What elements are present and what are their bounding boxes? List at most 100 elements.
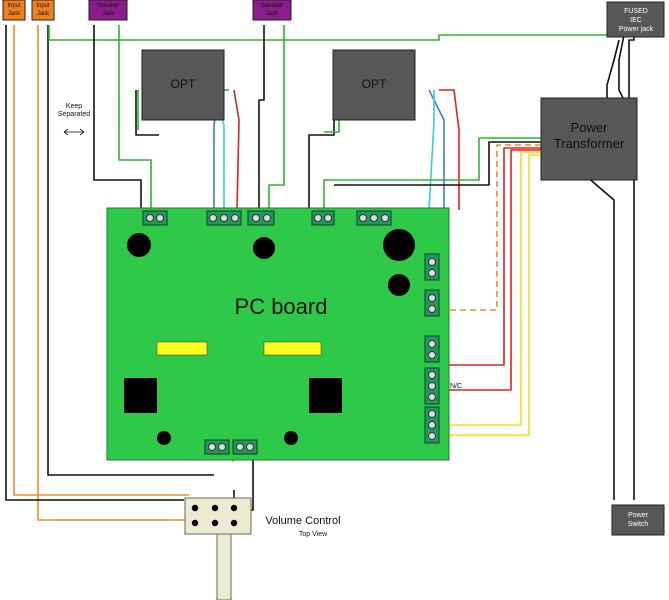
terminal-pin: [146, 214, 154, 222]
wire-black: [93, 25, 142, 210]
terminal-pin: [220, 214, 228, 222]
transformer-label: Transformer: [554, 136, 625, 151]
capacitor: [383, 229, 415, 261]
terminal-pin: [428, 305, 436, 313]
input-jack-label: Input: [36, 3, 50, 9]
pot-pin: [191, 504, 199, 512]
wire-black: [258, 25, 265, 210]
terminal-pin: [428, 432, 436, 440]
capacitor: [388, 274, 410, 296]
speaker-jack-label: Jack: [102, 11, 115, 17]
wire-red: [447, 149, 541, 391]
wire-black: [47, 25, 214, 476]
wire-orange: [37, 25, 229, 521]
keep-separated-label: Separated: [58, 111, 90, 118]
volume-label: Volume Control: [265, 515, 340, 527]
terminal-pin: [428, 340, 436, 348]
terminal-pin: [428, 393, 436, 401]
switch-label: Power: [628, 512, 649, 519]
input-jack-label: Jack: [8, 11, 21, 17]
wire-green: [118, 25, 152, 210]
terminal-pin: [370, 214, 378, 222]
terminal-blocks: N/C: [142, 210, 462, 455]
speaker-jack-label: Speaker: [261, 3, 283, 9]
terminal-pin: [428, 258, 436, 266]
terminal-pin: [236, 443, 244, 451]
wire-red: [447, 147, 541, 366]
board-components: PC board: [124, 229, 415, 445]
pot-pin: [230, 519, 238, 527]
speaker-jack-label: Jack: [266, 11, 279, 17]
iec-label: IEC: [630, 17, 642, 24]
yellow-capacitor: [156, 341, 208, 356]
keep-separated-label: Keep: [66, 103, 82, 110]
terminal-pin: [428, 410, 436, 418]
opt-transformer: [141, 49, 225, 121]
speaker-jack: [252, 0, 292, 21]
yellow-capacitor: [263, 341, 322, 356]
fused-iec-power-jack: [606, 1, 665, 38]
iec-label: FUSED: [624, 8, 648, 15]
terminal-pin: [263, 214, 271, 222]
wire-green: [268, 25, 285, 210]
mounting-hole: [157, 431, 171, 445]
wire-yellow: [447, 151, 541, 426]
wire-black: [308, 90, 335, 210]
terminal-pin: [428, 294, 436, 302]
terminal-pin: [208, 443, 216, 451]
terminal-pin: [428, 382, 436, 390]
wire-black: [578, 169, 615, 500]
terminal-pin: [252, 214, 260, 222]
pot-pin: [211, 504, 219, 512]
terminal-pin: [428, 351, 436, 359]
transformer-label: Power: [571, 120, 609, 135]
pot-pin: [191, 519, 199, 527]
power-switch: [611, 504, 665, 536]
input-jack-label: Input: [7, 3, 21, 9]
capacitor: [127, 233, 151, 257]
opt-transformer: [332, 49, 416, 121]
pot-pins: [191, 504, 238, 527]
wire-orange: [13, 25, 189, 496]
volume-pot-shaft: [216, 531, 232, 600]
wire-cyan: [428, 90, 435, 211]
wire-black: [618, 34, 635, 500]
wire-yellow: [447, 154, 541, 436]
wire-red: [439, 89, 460, 210]
pot-pin: [211, 519, 219, 527]
terminal-pin: [314, 214, 322, 222]
mounting-hole: [284, 431, 298, 445]
terminal-pin: [428, 371, 436, 379]
wire-green: [48, 25, 629, 41]
speaker-jack-label: Speaker: [97, 3, 119, 9]
wire-green: [323, 137, 541, 210]
terminal-pin: [156, 214, 164, 222]
terminal-pin: [359, 214, 367, 222]
wires: [5, 25, 635, 530]
terminal-pin: [209, 214, 217, 222]
terminal-pin: [218, 443, 226, 451]
terminal-pin: [428, 269, 436, 277]
heatsink-chip: [124, 378, 157, 413]
volume-pot-body: [184, 497, 252, 535]
wire-red: [233, 89, 240, 211]
terminal-pin: [231, 214, 239, 222]
iec-label: Power jack: [619, 26, 654, 33]
input-jack: [2, 0, 26, 21]
opt-label: OPT: [171, 77, 196, 91]
input-jack-label: Jack: [37, 11, 50, 17]
terminal-pin: [381, 214, 389, 222]
terminal-pin: [324, 214, 332, 222]
heatsink-chip: [309, 378, 342, 413]
switch-label: Switch: [628, 521, 649, 528]
wire-black: [334, 141, 541, 186]
board-label: PC board: [235, 294, 328, 319]
pot-pin: [230, 504, 238, 512]
terminal-pin: [246, 443, 254, 451]
wire-black: [5, 25, 184, 501]
power-transformer: [540, 97, 638, 181]
wire-blue: [428, 89, 445, 210]
opt-label: OPT: [362, 77, 387, 91]
